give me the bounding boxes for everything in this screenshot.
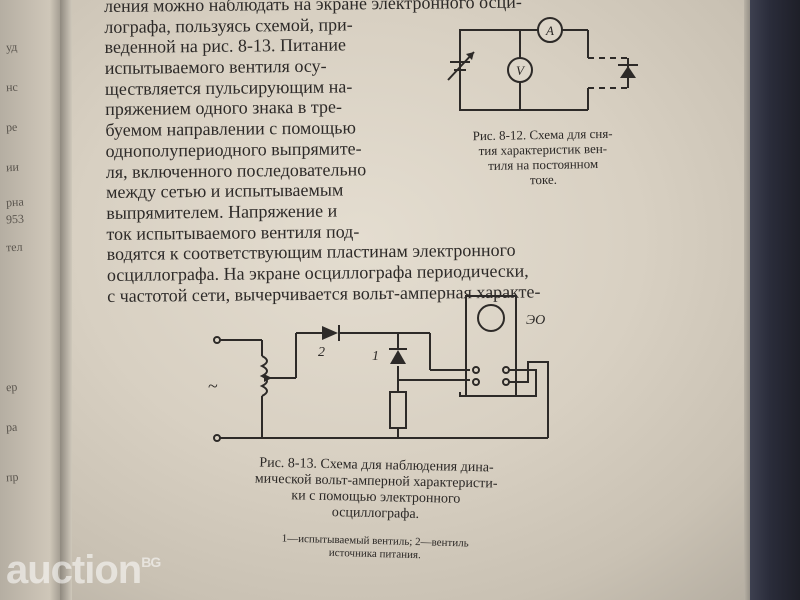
watermark-text: auction bbox=[6, 548, 142, 592]
left-page: уд нс ре ии рна 953 тел ер ра пр bbox=[0, 0, 62, 600]
label-1: 1 bbox=[372, 349, 379, 364]
oscilloscope-terminal bbox=[472, 378, 480, 386]
diode-icon bbox=[390, 350, 406, 364]
book-gutter bbox=[60, 0, 72, 600]
auction-watermark: auctionBG bbox=[6, 548, 161, 593]
ammeter-icon bbox=[537, 17, 563, 43]
page-edge bbox=[744, 0, 752, 600]
watermark-suffix: BG bbox=[141, 554, 161, 570]
terminal-icon bbox=[213, 336, 221, 344]
voltmeter-icon bbox=[507, 57, 533, 83]
circuit-wire bbox=[509, 361, 549, 438]
variable-arrow-head bbox=[466, 52, 474, 60]
voltmeter-label: V bbox=[516, 63, 526, 78]
ammeter-label: A bbox=[545, 23, 554, 38]
oscilloscope-label: ЭО bbox=[526, 313, 545, 328]
resistor-icon bbox=[389, 391, 407, 429]
diode-icon bbox=[620, 66, 636, 78]
figure-8-13-caption: Рис. 8-13. Схема для наблюдения дина- ми… bbox=[195, 454, 556, 526]
ac-symbol: ~ bbox=[208, 376, 218, 396]
oscilloscope-terminal bbox=[472, 366, 480, 374]
label-2: 2 bbox=[318, 345, 325, 360]
terminal-icon bbox=[213, 434, 221, 442]
oscilloscope-terminal bbox=[502, 378, 510, 386]
book-cover-edge bbox=[750, 0, 800, 600]
tap-arrow-icon bbox=[264, 374, 272, 382]
diode-icon bbox=[322, 326, 338, 340]
oscilloscope-screen-icon bbox=[477, 304, 505, 332]
oscilloscope-terminal bbox=[502, 366, 510, 374]
transformer-coil bbox=[259, 355, 268, 397]
